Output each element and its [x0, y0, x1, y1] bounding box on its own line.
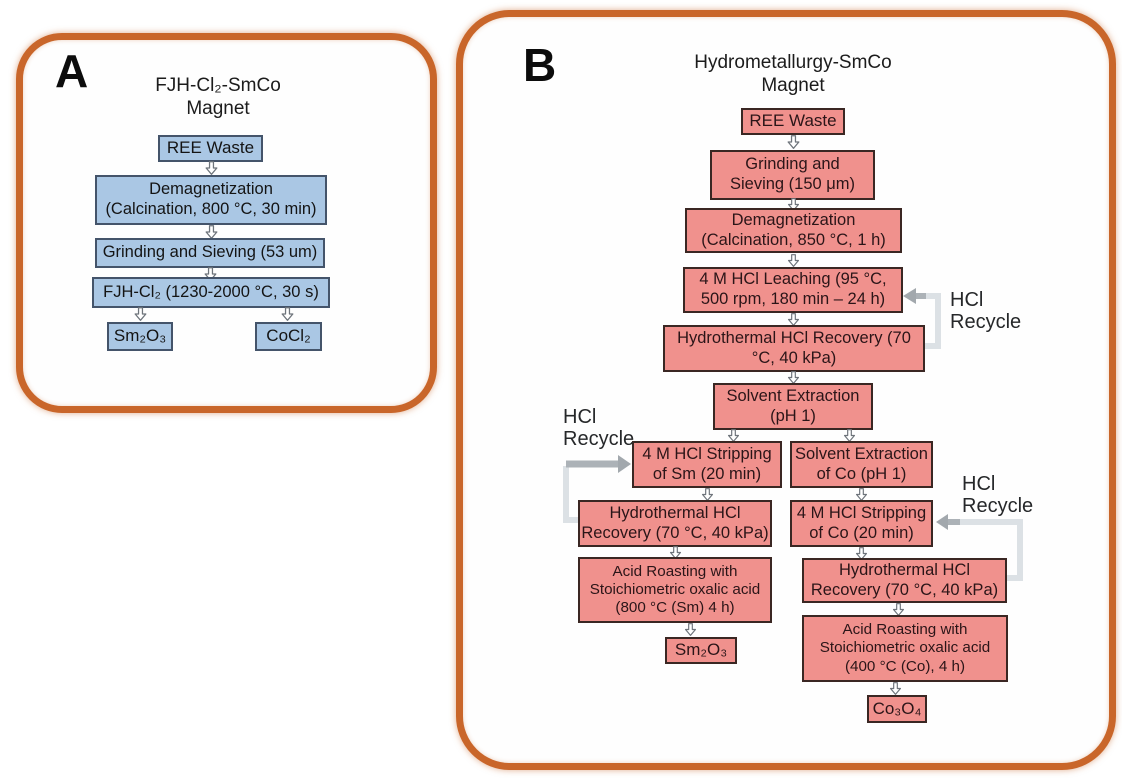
node-b-solvent-extraction-co: Solvent Extraction of Co (pH 1): [790, 441, 933, 488]
node-b-ree-waste: REE Waste: [741, 108, 845, 135]
panel-a-title: FJH-Cl₂-SmCo Magnet: [155, 75, 281, 119]
recycle-arrow-leaching: [903, 288, 941, 349]
node-b-sm2o3: Sm₂O₃: [665, 637, 737, 664]
node-a-grinding: Grinding and Sieving (53 um): [95, 238, 325, 268]
node-a-ree-waste: REE Waste: [158, 135, 263, 162]
node-b-stripping-co: 4 M HCl Stripping of Co (20 min): [790, 500, 933, 547]
node-b-solvent-extraction: Solvent Extraction (pH 1): [713, 383, 873, 430]
down-arrow-icon: [133, 307, 148, 321]
node-a-cocl2: CoCl₂: [255, 322, 322, 351]
recycle-label-sm: HCl Recycle: [563, 406, 635, 450]
node-a-demagnetization: Demagnetization (Calcination, 800 °C, 30…: [95, 175, 327, 225]
down-arrow-icon: [204, 161, 219, 175]
panel-a-label: A: [55, 45, 89, 97]
panel-b-title: Hydrometallurgy-SmCo Magnet: [694, 52, 892, 96]
node-a-fjh: FJH-Cl₂ (1230-2000 °C, 30 s): [92, 277, 330, 308]
node-b-leaching: 4 M HCl Leaching (95 °C, 500 rpm, 180 mi…: [683, 267, 903, 313]
panel-b-label: B: [523, 39, 557, 91]
node-a-sm2o3: Sm₂O₃: [107, 322, 173, 351]
node-b-co3o4: Co₃O₄: [867, 695, 927, 723]
node-b-stripping-sm: 4 M HCl Stripping of Sm (20 min): [632, 441, 782, 488]
down-arrow-icon: [683, 623, 698, 636]
node-b-hcl-recovery-1: Hydrothermal HCl Recovery (70 °C, 40 kPa…: [663, 325, 925, 372]
node-b-hcl-recovery-co: Hydrothermal HCl Recovery (70 °C, 40 kPa…: [802, 558, 1007, 603]
recycle-label-leaching: HCl Recycle: [950, 289, 1022, 333]
recycle-arrow-sm: [563, 455, 631, 523]
recycle-label-co: HCl Recycle: [962, 473, 1034, 517]
down-arrow-icon: [786, 254, 801, 267]
down-arrow-icon: [280, 307, 295, 321]
node-b-acid-roasting-co: Acid Roasting with Stoichiometric oxalic…: [802, 615, 1008, 682]
down-arrow-icon: [888, 682, 903, 695]
node-b-acid-roasting-sm: Acid Roasting with Stoichiometric oxalic…: [578, 557, 772, 623]
down-arrow-icon: [786, 135, 801, 149]
recycle-arrow-co: [936, 514, 1023, 581]
node-b-demagnetization: Demagnetization (Calcination, 850 °C, 1 …: [685, 208, 902, 253]
node-b-hcl-recovery-sm: Hydrothermal HCl Recovery (70 °C, 40 kPa…: [578, 500, 772, 547]
down-arrow-icon: [204, 225, 219, 239]
node-b-grinding: Grinding and Sieving (150 μm): [710, 150, 875, 200]
